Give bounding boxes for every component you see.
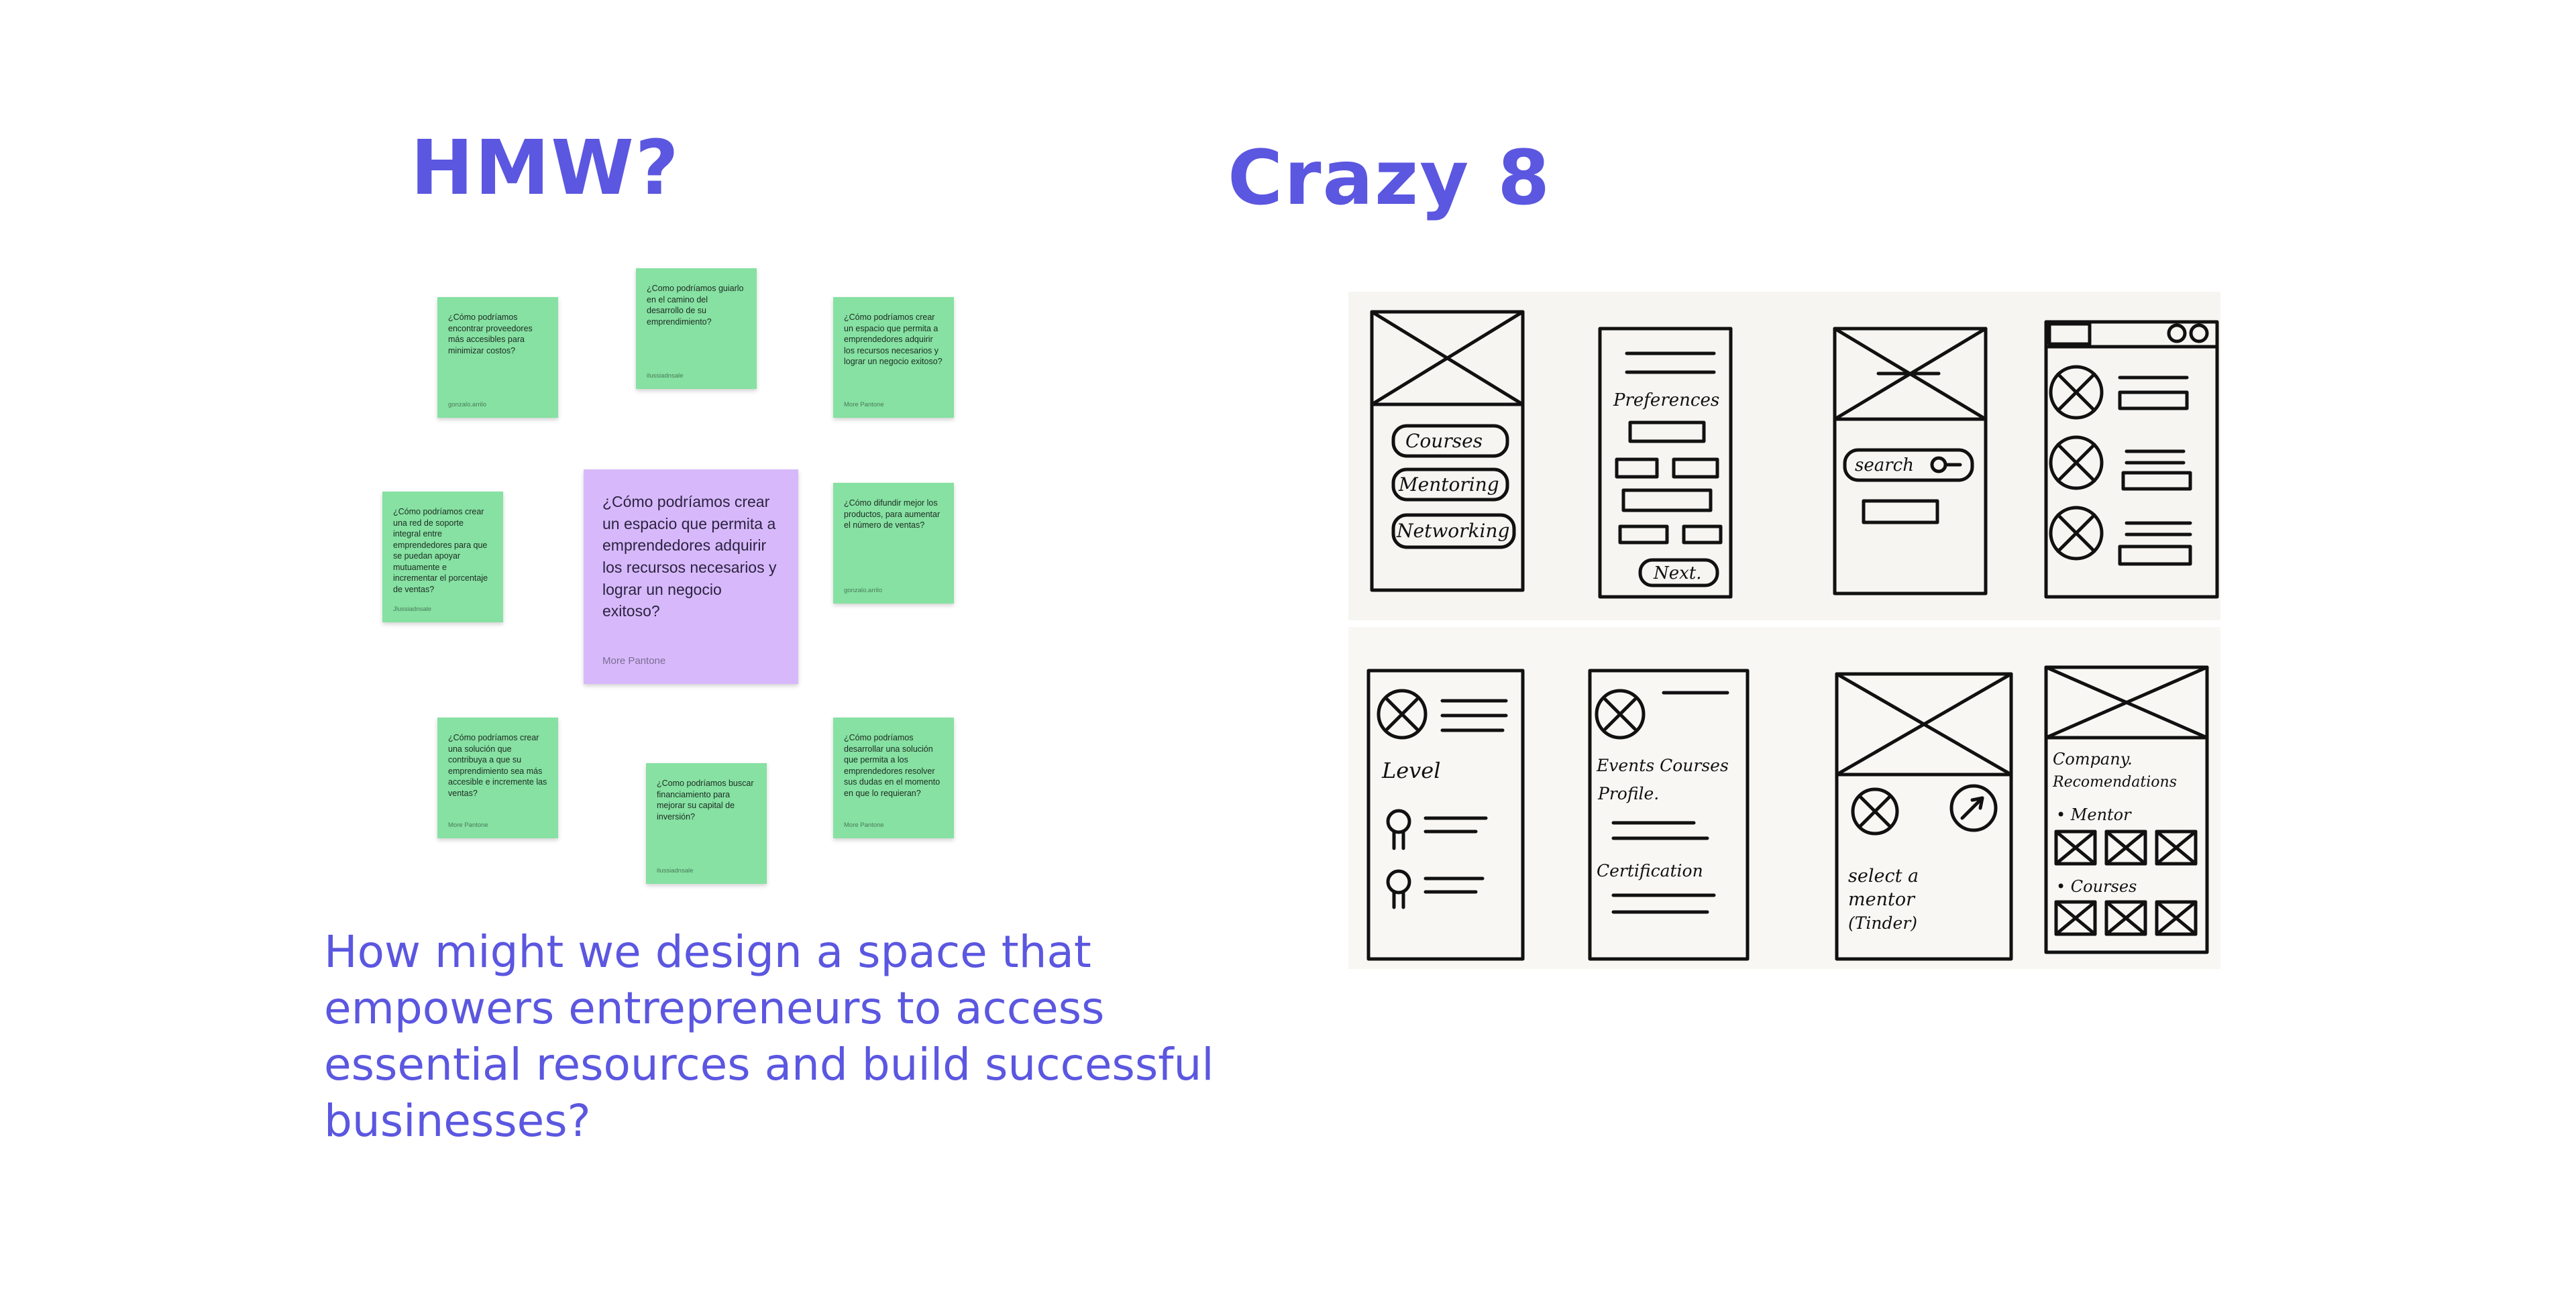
sticky-note-main[interactable]: ¿Cómo podríamos crear un espacio que per… xyxy=(584,469,798,684)
sketch-label-profile: Profile. xyxy=(1597,784,1659,803)
sketch-label-level: Level xyxy=(1381,758,1440,783)
crazy8-sketch-image: Courses Mentoring Networking Preferences… xyxy=(1348,292,2220,969)
sketch-panel-7 xyxy=(1835,672,2013,961)
sketch-panel-5 xyxy=(1366,669,1525,961)
sketch-label-mentoring: Mentoring xyxy=(1398,473,1499,496)
sticky-note-author: More Pantone xyxy=(844,821,884,829)
sticky-note-2[interactable]: ¿Como podríamos guiarlo en el camino del… xyxy=(636,268,757,389)
sticky-note-author: ilussiadnsale xyxy=(647,372,684,380)
sticky-note-text: ¿Cómo podríamos encontrar proveedores má… xyxy=(448,313,533,355)
sticky-note-text: ¿Cómo podríamos desarrollar una solución… xyxy=(844,733,941,798)
sketch-label-select: select a xyxy=(1848,866,1919,887)
sketch-label-certification: Certification xyxy=(1597,861,1703,881)
sketch-label-preferences: Preferences xyxy=(1613,390,1719,410)
sketch-label-mentor-bullet: • Mentor xyxy=(2056,805,2132,824)
sketch-label-company: Company. xyxy=(2053,750,2133,769)
sketch-label-networking: Networking xyxy=(1396,520,1509,542)
sticky-note-8[interactable]: ¿Como podríamos buscar financiamiento pa… xyxy=(646,763,767,884)
sticky-note-6[interactable]: ¿Cómo difundir mejor los productos, para… xyxy=(833,483,954,604)
sticky-note-author: Jlussiadnsale xyxy=(393,606,432,613)
sketch-label-courses: Courses xyxy=(1405,430,1483,452)
sticky-note-text: ¿Cómo podríamos crear un espacio que per… xyxy=(602,493,777,620)
sticky-note-3[interactable]: ¿Cómo podríamos crear un espacio que per… xyxy=(833,297,954,418)
sticky-note-1[interactable]: ¿Cómo podríamos encontrar proveedores má… xyxy=(437,297,558,418)
crazy8-heading: Crazy 8 xyxy=(1228,135,1552,222)
sketch-panel-6 xyxy=(1588,669,1750,961)
sticky-note-author: More Pantone xyxy=(448,821,488,829)
sketch-panel-2 xyxy=(1598,327,1733,599)
sketch-label-mentor: mentor xyxy=(1848,889,1916,910)
sketch-label-recommendations: Recomendations xyxy=(2052,774,2177,791)
sticky-note-author: gonzalo.arrilo xyxy=(448,401,487,408)
hmw-heading: HMW? xyxy=(411,125,680,212)
sticky-note-text: ¿Como podríamos buscar financiamiento pa… xyxy=(657,779,754,821)
sketch-label-tinder: (Tinder) xyxy=(1848,913,1917,933)
sketch-label-events-courses: Events Courses xyxy=(1596,756,1729,775)
sticky-note-author: gonzalo.arrilo xyxy=(844,587,883,594)
sketch-paper-bottom xyxy=(1348,627,2220,969)
sketch-panel-3 xyxy=(1833,327,1988,595)
sticky-note-text: ¿Cómo podríamos crear una solución que c… xyxy=(448,733,547,798)
sticky-note-text: ¿Cómo difundir mejor los productos, para… xyxy=(844,498,941,530)
sketch-label-next: Next. xyxy=(1653,563,1702,583)
sketch-label-search: search xyxy=(1855,455,1914,475)
sticky-note-text: ¿Cómo podríamos crear una red de soporte… xyxy=(393,507,488,594)
hmw-statement: How might we design a space that empower… xyxy=(324,926,1214,1147)
sticky-note-text: ¿Cómo podríamos crear un espacio que per… xyxy=(844,313,943,366)
sticky-note-text: ¿Como podríamos guiarlo en el camino del… xyxy=(647,284,744,327)
sticky-note-author: ilussiadnsale xyxy=(657,867,694,874)
sketch-drawings: Courses Mentoring Networking Preferences… xyxy=(1366,310,2219,961)
sticky-note-9[interactable]: ¿Cómo podríamos desarrollar una solución… xyxy=(833,718,954,838)
sketch-panel-4 xyxy=(2044,320,2219,599)
sketch-label-courses-bullet: • Courses xyxy=(2056,877,2137,896)
sticky-note-author: More Pantone xyxy=(602,655,666,667)
sticky-note-7[interactable]: ¿Cómo podríamos crear una solución que c… xyxy=(437,718,558,838)
sketch-panel-8 xyxy=(2044,665,2209,954)
sketch-panel-1 xyxy=(1370,310,1525,592)
sticky-note-author: More Pantone xyxy=(844,401,884,408)
sticky-note-4[interactable]: ¿Cómo podríamos crear una red de soporte… xyxy=(382,492,503,622)
